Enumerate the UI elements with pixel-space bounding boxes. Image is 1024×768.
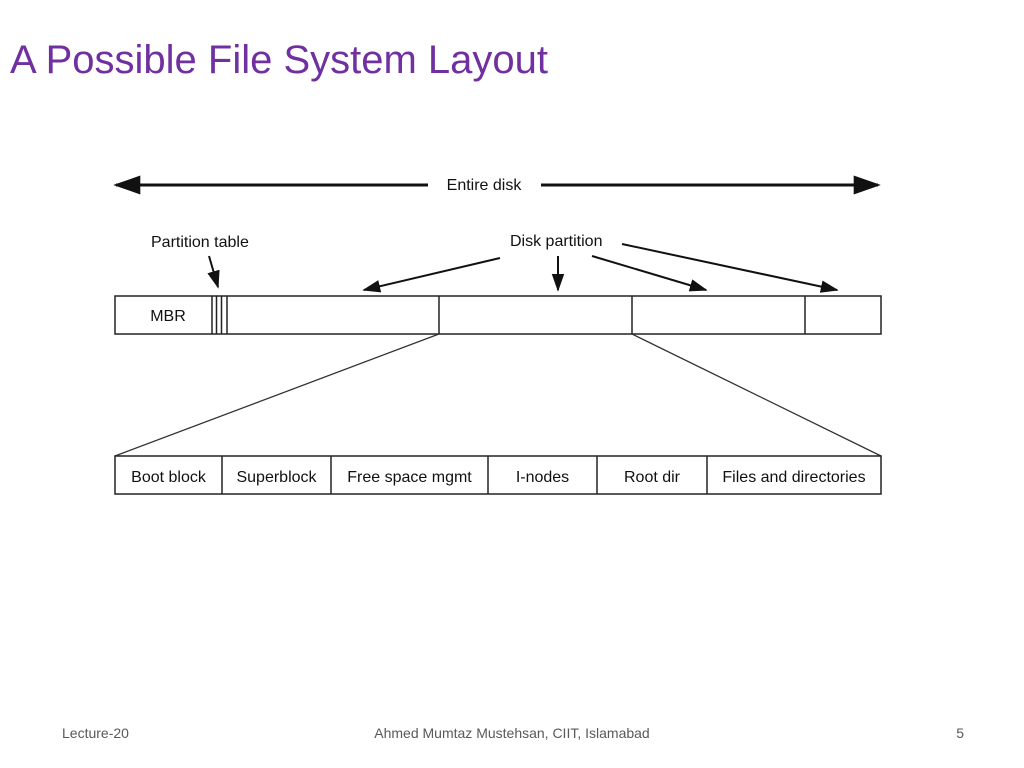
footer-page-number: 5	[956, 725, 964, 741]
slide-title: A Possible File System Layout	[10, 38, 549, 82]
mbr-label: MBR	[150, 308, 186, 325]
layout-cell-superblock: Superblock	[236, 469, 317, 486]
layout-cell-i-nodes: I-nodes	[516, 469, 569, 486]
partition-table-arrow	[207, 255, 220, 289]
zoom-line-left	[114, 333, 440, 457]
layout-cell-files-and-directories: Files and directories	[722, 469, 865, 486]
entire-disk-label: Entire disk	[447, 177, 523, 194]
footer-author: Ahmed Mumtaz Mustehsan, CIIT, Islamabad	[374, 725, 650, 741]
disk-partition-arrow-1	[362, 257, 501, 293]
layout-cell-free-space-mgmt: Free space mgmt	[347, 469, 472, 486]
partition-layout-outline	[114, 455, 882, 495]
layout-cell-boot-block: Boot block	[131, 469, 207, 486]
disk-partition-arrow-3	[591, 255, 708, 292]
zoom-line-right	[631, 333, 882, 457]
partition-layout-bar: Boot block Superblock Free space mgmt I-…	[114, 455, 882, 495]
partition-table-marks	[211, 296, 228, 334]
footer-lecture: Lecture-20	[62, 725, 129, 741]
disk-bar-outline	[114, 295, 882, 335]
layout-cell-root-dir: Root dir	[624, 469, 681, 486]
disk-partition-arrow-4	[621, 243, 839, 293]
partition-table-label: Partition table	[151, 234, 249, 251]
disk-partition-label: Disk partition	[510, 233, 602, 250]
disk-bar: MBR	[114, 295, 882, 335]
